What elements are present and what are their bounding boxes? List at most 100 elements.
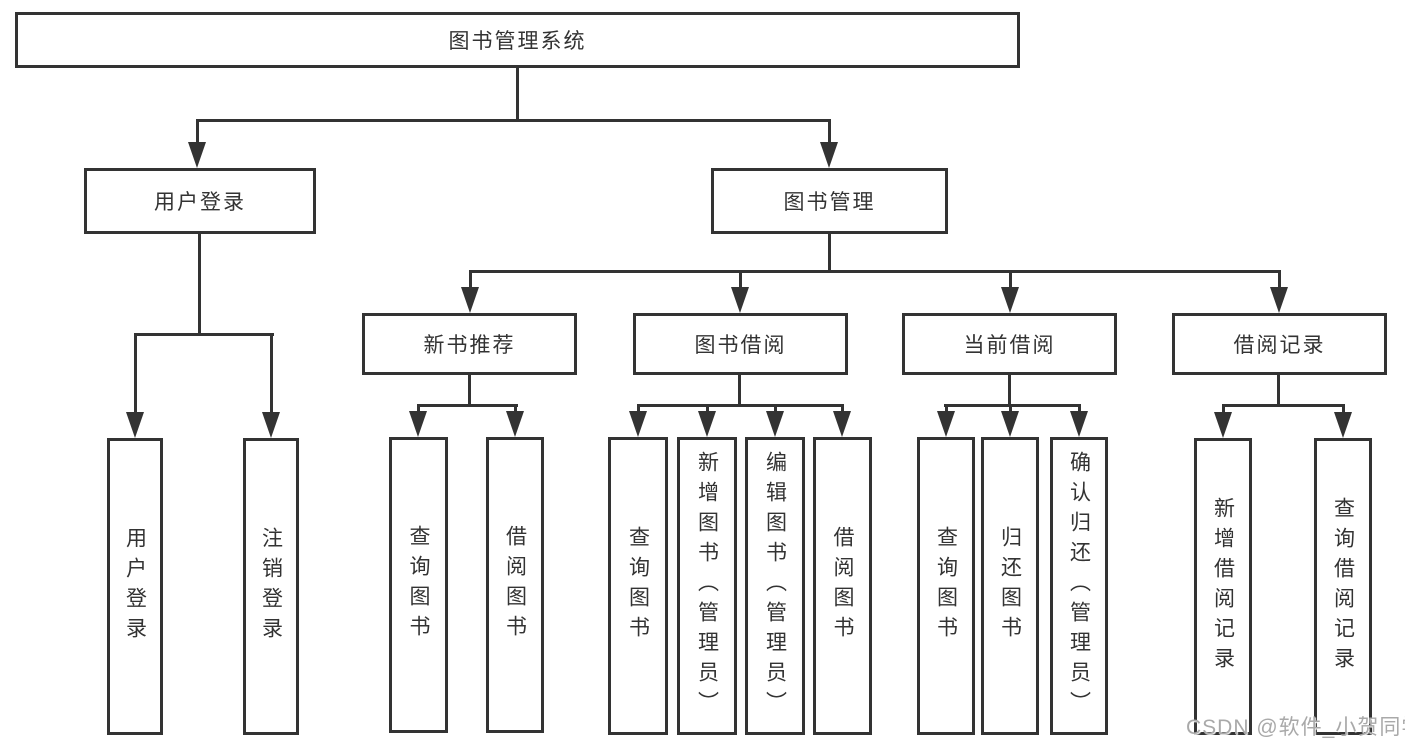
watermark: CSDN @软件_小贺同学 bbox=[1186, 716, 1405, 739]
edge-records-bus bbox=[1222, 404, 1344, 407]
edge-newbook-stem bbox=[468, 374, 471, 406]
arrow-to-newbook-query bbox=[409, 404, 427, 437]
arrow-to-newbook-borrow bbox=[506, 404, 524, 437]
arrow-to-leaf-logout bbox=[262, 333, 280, 438]
leaf-borrow-edit-books-admin-label: 编辑图书（管理员） bbox=[763, 451, 787, 721]
node-new-book-recommend-label: 新书推荐 bbox=[423, 334, 516, 357]
arrow-to-current-return bbox=[1001, 404, 1019, 437]
leaf-records-add-label: 新增借阅记录 bbox=[1211, 496, 1235, 677]
arrow-head bbox=[731, 287, 749, 313]
node-borrow-records: 借阅记录 bbox=[1172, 313, 1387, 375]
leaf-current-confirm-return-admin: 确认归还（管理员） bbox=[1050, 437, 1108, 735]
arrow-head bbox=[766, 411, 784, 437]
arrow-head bbox=[820, 142, 838, 168]
leaf-newbook-borrow-books: 借阅图书 bbox=[486, 437, 544, 733]
leaf-borrow-add-books-admin: 新增图书（管理员） bbox=[677, 437, 737, 735]
arrow-shaft bbox=[468, 270, 472, 291]
edge-current-stem bbox=[1008, 374, 1011, 406]
leaf-logout-login-label: 注销登录 bbox=[259, 526, 283, 647]
arrow-shaft bbox=[1221, 404, 1225, 416]
arrow-shaft bbox=[636, 404, 640, 415]
arrow-shaft bbox=[133, 333, 137, 416]
leaf-borrow-borrow-books-label: 借阅图书 bbox=[831, 526, 854, 646]
arrow-head bbox=[698, 411, 716, 437]
arrow-to-records-add bbox=[1214, 404, 1232, 438]
node-book-borrow: 图书借阅 bbox=[633, 313, 848, 375]
leaf-records-add: 新增借阅记录 bbox=[1194, 438, 1252, 735]
arrow-to-leaf-user-login bbox=[126, 333, 144, 438]
arrow-head bbox=[1270, 287, 1288, 313]
arrow-shaft bbox=[827, 119, 831, 146]
arrow-to-book-borrow bbox=[731, 270, 749, 313]
leaf-logout-login: 注销登录 bbox=[243, 438, 299, 735]
edge-login-stem bbox=[198, 233, 201, 335]
arrow-to-new-book bbox=[461, 270, 479, 313]
leaf-current-return-books: 归还图书 bbox=[981, 437, 1039, 735]
arrow-shaft bbox=[1008, 270, 1012, 291]
node-borrow-records-label: 借阅记录 bbox=[1233, 334, 1326, 357]
arrow-shaft bbox=[944, 404, 948, 415]
node-user-login: 用户登录 bbox=[84, 168, 316, 234]
edge-root-stem bbox=[516, 67, 519, 121]
arrow-head bbox=[1001, 287, 1019, 313]
arrow-head bbox=[126, 412, 144, 438]
edge-newbook-bus bbox=[417, 404, 518, 407]
arrow-head bbox=[1001, 411, 1019, 437]
edge-root-bus bbox=[196, 119, 830, 122]
arrow-to-user-login bbox=[188, 119, 206, 168]
arrow-head bbox=[629, 411, 647, 437]
arrow-head bbox=[833, 411, 851, 437]
arrow-head bbox=[1334, 412, 1352, 438]
arrow-head bbox=[188, 142, 206, 168]
leaf-current-return-books-label: 归还图书 bbox=[998, 526, 1022, 646]
leaf-borrow-add-books-admin-label: 新增图书（管理员） bbox=[695, 451, 719, 721]
node-new-book-recommend: 新书推荐 bbox=[362, 313, 577, 375]
leaf-user-login: 用户登录 bbox=[107, 438, 163, 735]
arrow-shaft bbox=[738, 270, 742, 291]
edge-current-bus bbox=[944, 404, 1080, 407]
edge-borrow-stem bbox=[738, 374, 741, 406]
leaf-current-confirm-return-admin-label: 确认归还（管理员） bbox=[1067, 451, 1091, 721]
arrow-shaft bbox=[513, 404, 517, 415]
edge-records-stem bbox=[1277, 374, 1280, 406]
arrow-to-current-query bbox=[937, 404, 955, 437]
arrow-to-current-confirm bbox=[1070, 404, 1088, 437]
arrow-head bbox=[937, 411, 955, 437]
node-book-management: 图书管理 bbox=[711, 168, 948, 234]
leaf-newbook-query-books-label: 查询图书 bbox=[407, 525, 430, 645]
edge-login-bus bbox=[134, 333, 274, 336]
arrow-to-current-borrow bbox=[1001, 270, 1019, 313]
edge-borrow-bus bbox=[637, 404, 844, 407]
leaf-borrow-query-books: 查询图书 bbox=[608, 437, 668, 735]
arrow-shaft bbox=[773, 404, 777, 415]
leaf-records-query-label: 查询借阅记录 bbox=[1331, 496, 1355, 677]
leaf-borrow-borrow-books: 借阅图书 bbox=[813, 437, 872, 735]
edge-mgmt-bus bbox=[469, 270, 1280, 273]
edge-mgmt-stem bbox=[828, 233, 831, 272]
arrow-to-borrow-records bbox=[1270, 270, 1288, 313]
arrow-shaft bbox=[1077, 404, 1081, 415]
arrow-head bbox=[409, 411, 427, 437]
leaf-borrow-edit-books-admin: 编辑图书（管理员） bbox=[745, 437, 805, 735]
node-user-login-label: 用户登录 bbox=[154, 191, 246, 214]
arrow-shaft bbox=[705, 404, 709, 415]
arrow-head bbox=[506, 411, 524, 437]
arrow-to-book-management bbox=[820, 119, 838, 168]
arrow-shaft bbox=[195, 119, 199, 146]
arrow-head bbox=[461, 287, 479, 313]
node-root: 图书管理系统 bbox=[15, 12, 1020, 68]
leaf-current-query-books-label: 查询图书 bbox=[934, 526, 958, 646]
node-current-borrow-label: 当前借阅 bbox=[963, 334, 1056, 357]
leaf-newbook-query-books: 查询图书 bbox=[389, 437, 448, 733]
arrow-shaft bbox=[1277, 270, 1281, 291]
arrow-head bbox=[262, 412, 280, 438]
arrow-head bbox=[1214, 412, 1232, 438]
leaf-records-query: 查询借阅记录 bbox=[1314, 438, 1372, 735]
arrow-to-borrow-query bbox=[629, 404, 647, 437]
node-current-borrow: 当前借阅 bbox=[902, 313, 1117, 375]
leaf-user-login-label: 用户登录 bbox=[123, 526, 147, 647]
arrow-shaft bbox=[1341, 404, 1345, 416]
arrow-head bbox=[1070, 411, 1088, 437]
node-root-label: 图书管理系统 bbox=[448, 30, 587, 53]
